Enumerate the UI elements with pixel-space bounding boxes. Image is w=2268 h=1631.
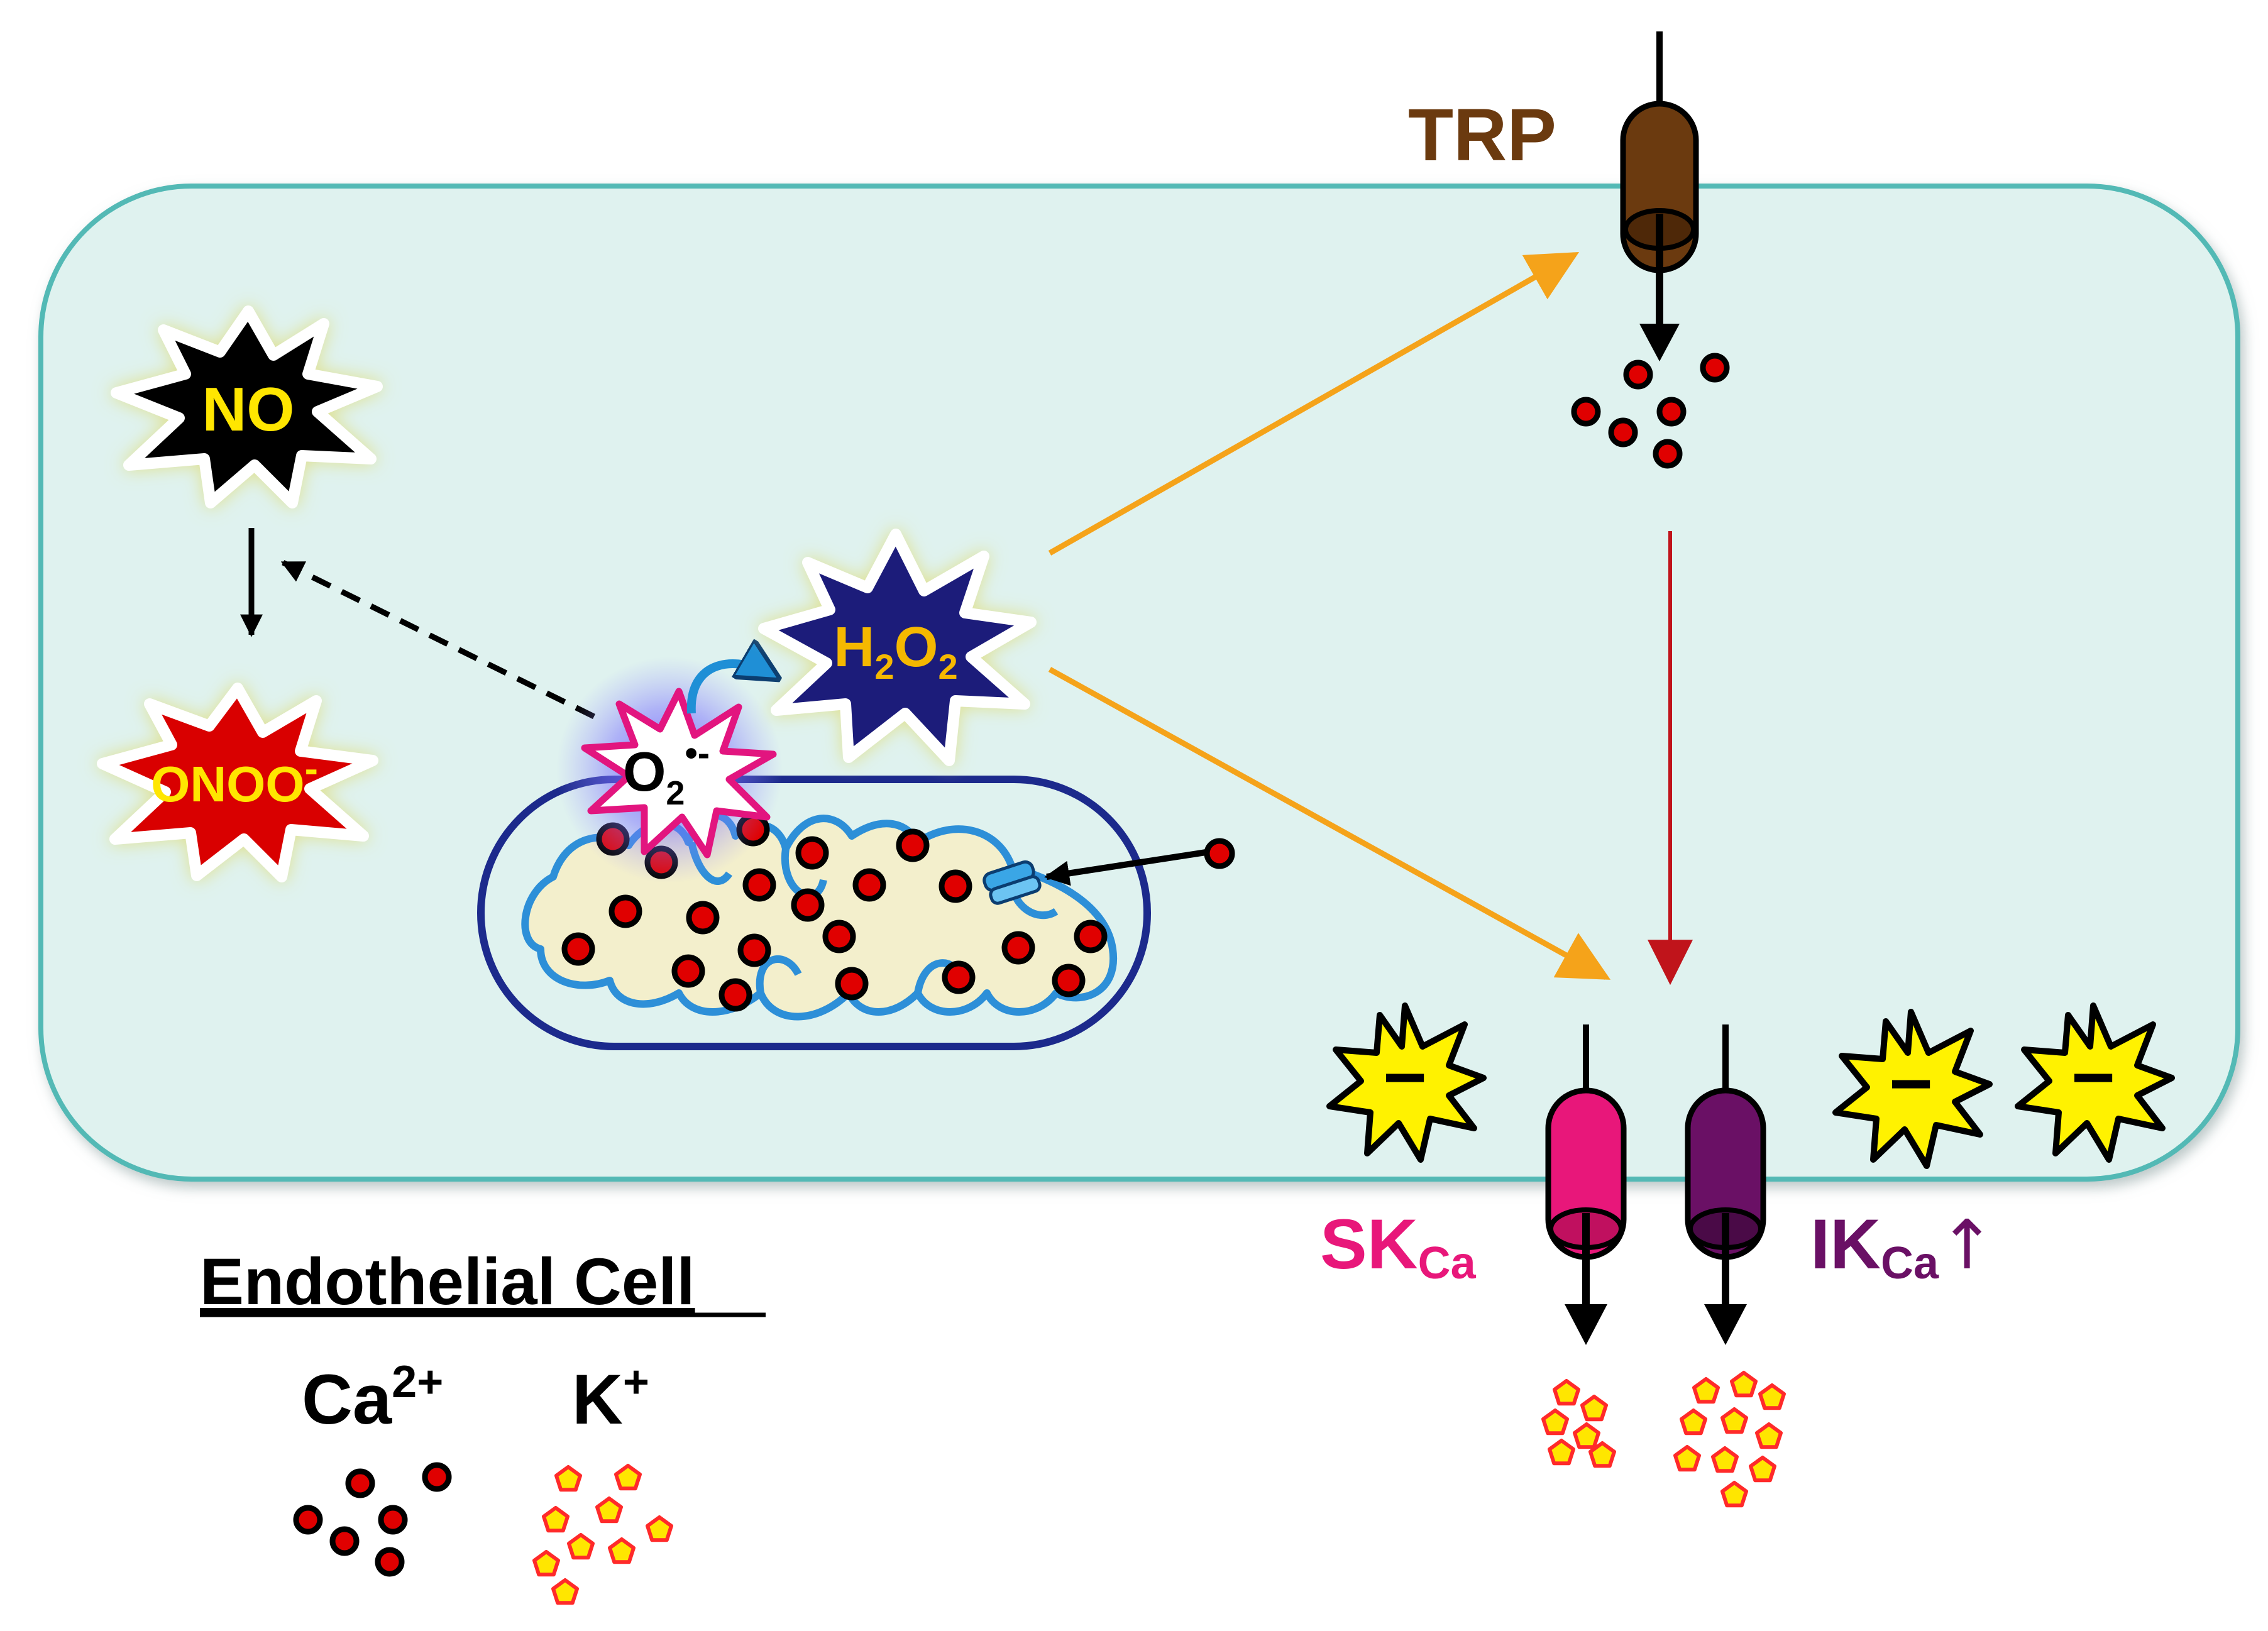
svg-text:−: − bbox=[1383, 1035, 1427, 1119]
ikca-potassium-ions bbox=[1675, 1373, 1784, 1505]
skca-potassium-ions bbox=[1543, 1381, 1614, 1466]
superoxide-label: O2•- bbox=[623, 733, 710, 812]
skca-label: SKCa bbox=[1320, 1205, 1477, 1288]
h2o2-label: H2O2 bbox=[834, 616, 957, 686]
mitochondrial-calcium-ions bbox=[561, 813, 1108, 1012]
legend-calcium-label: Ca2+ bbox=[302, 1357, 443, 1439]
legend-potassium-ions bbox=[534, 1466, 671, 1603]
no-burst: NO bbox=[111, 305, 383, 508]
cell-title: Endothelial Cell bbox=[200, 1245, 695, 1319]
onoo-burst: ONOO- bbox=[97, 683, 378, 882]
trp-label: TRP bbox=[1408, 94, 1556, 177]
cristae-fold bbox=[756, 955, 802, 994]
calcium-uptake-arrow bbox=[1044, 848, 1211, 886]
h2o2-to-kca-arrow bbox=[1048, 667, 1611, 980]
svg-text:−: − bbox=[2071, 1035, 2115, 1119]
ikca-channel bbox=[1685, 1024, 1766, 1345]
svg-text:−: − bbox=[1889, 1041, 1933, 1126]
superoxide-to-h2o2-arrow bbox=[686, 664, 773, 714]
skca-channel bbox=[1545, 1024, 1627, 1345]
no-label: NO bbox=[202, 375, 295, 444]
negative-charge-burst: − bbox=[1832, 1009, 1993, 1169]
legend-calcium-ions bbox=[293, 1462, 452, 1577]
h2o2-burst: H2O2 bbox=[758, 529, 1037, 766]
superoxide-to-no-dashed-arrow bbox=[280, 559, 595, 720]
legend-potassium-label: K+ bbox=[572, 1357, 649, 1439]
calcium-uniporter bbox=[983, 860, 1042, 905]
h2o2-to-trp-arrow bbox=[1048, 251, 1580, 556]
ikca-label: IKCa↑ bbox=[1810, 1205, 1996, 1288]
negative-charge-burst: − bbox=[2015, 1002, 2175, 1163]
cytosolic-calcium-ion bbox=[1204, 838, 1235, 869]
negative-charge-burst: − bbox=[1326, 1002, 1487, 1163]
trp-channel bbox=[1620, 31, 1699, 361]
onoo-label: ONOO- bbox=[151, 746, 318, 812]
superoxide-burst: O2•- bbox=[581, 688, 777, 859]
trp-calcium-ions bbox=[1571, 353, 1730, 469]
